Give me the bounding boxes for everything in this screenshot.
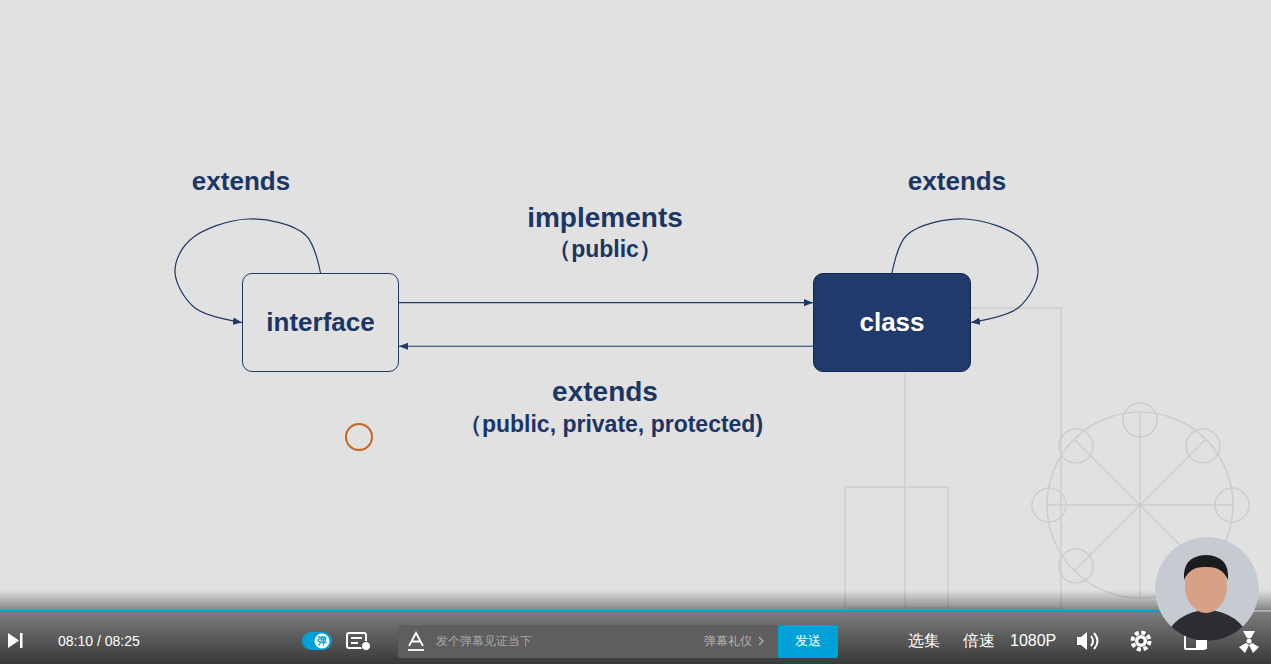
danmaku-toggle bbox=[302, 632, 332, 650]
avatar-shirt bbox=[1160, 610, 1254, 650]
volume-waves bbox=[1091, 633, 1098, 649]
danmaku-settings-lines bbox=[351, 638, 362, 643]
player-bar bbox=[0, 590, 1271, 664]
toggle-knob bbox=[315, 634, 330, 649]
extra-icon-center bbox=[1247, 639, 1252, 644]
player-control-text: 倍速 bbox=[963, 631, 995, 650]
ferris-cabin bbox=[1215, 488, 1249, 522]
type-box: interface bbox=[242, 273, 399, 372]
send-button bbox=[778, 625, 838, 658]
extra-icon bbox=[1239, 631, 1259, 653]
danmaku-settings-gear bbox=[362, 642, 371, 651]
chevron-icon bbox=[759, 637, 763, 645]
relation-label: implements bbox=[527, 201, 683, 235]
gear-teeth bbox=[1133, 633, 1150, 650]
relation-label: extends bbox=[908, 166, 1006, 197]
building-outline bbox=[845, 487, 948, 608]
relation-label: extends bbox=[192, 166, 290, 197]
extra-icon-blade bbox=[1243, 631, 1255, 638]
player-control-text: 选集 bbox=[908, 631, 940, 650]
font-style-icon bbox=[409, 633, 423, 646]
cursor-ring bbox=[346, 424, 372, 450]
relation-arrow bbox=[399, 346, 813, 347]
player-control-text: 08:10 / 08:25 bbox=[58, 633, 140, 650]
type-box: class bbox=[813, 273, 971, 372]
visibility-note: （public, private, protected) bbox=[459, 411, 763, 439]
player-control-text: 发送 bbox=[795, 633, 821, 649]
progress-track bbox=[0, 610, 1271, 612]
ferris-cabin bbox=[1123, 403, 1157, 437]
player-control-text: 弹 bbox=[317, 635, 327, 647]
next-icon bbox=[8, 633, 19, 648]
progress-fill bbox=[0, 610, 1236, 612]
ferris-cabin bbox=[1186, 429, 1220, 463]
avatar-hair bbox=[1184, 555, 1228, 580]
relation-label: extends bbox=[552, 375, 658, 409]
player-control-text: 弹幕礼仪 bbox=[704, 634, 752, 648]
ferris-cabin bbox=[1059, 549, 1093, 583]
danmaku-input bbox=[398, 625, 784, 658]
next-icon-bar bbox=[20, 633, 23, 648]
box-label: class bbox=[859, 307, 924, 338]
gear-icon bbox=[1135, 635, 1147, 647]
visibility-note: （public） bbox=[548, 236, 662, 264]
player-control-text: 1080P bbox=[1010, 631, 1056, 650]
extra-icon-blade bbox=[1249, 643, 1259, 653]
relation-arrow bbox=[399, 302, 813, 303]
font-style-underline bbox=[408, 649, 424, 651]
extra-icon-blade bbox=[1239, 643, 1249, 653]
ferris-cabin bbox=[1032, 488, 1066, 522]
volume-icon bbox=[1077, 632, 1087, 650]
player-control-text: 发个弹幕见证当下 bbox=[436, 634, 532, 648]
ferris-cabin bbox=[1059, 429, 1093, 463]
gear-hole bbox=[1138, 638, 1143, 643]
box-label: interface bbox=[266, 307, 374, 338]
presenter-avatar bbox=[1155, 537, 1259, 650]
pip-inner bbox=[1196, 640, 1207, 649]
